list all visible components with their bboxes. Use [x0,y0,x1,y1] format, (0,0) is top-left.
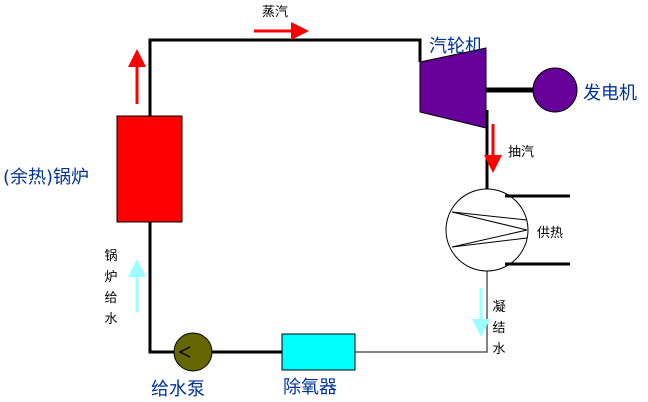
heat-exchanger-coil [451,211,528,248]
boiler-label: (余热)锅炉 [3,167,90,188]
feed-pump-arrow [178,346,191,358]
generator [532,67,578,113]
generator-label: 发电机 [583,83,637,104]
heat-supply-label: 供热 [537,226,564,241]
condensate-pipe [355,270,488,353]
boiler [116,115,183,223]
feed-pump [173,332,213,372]
turbine-label: 汽轮机 [429,36,483,57]
deaerator-label: 除氧器 [283,377,337,398]
steam-pipe-top [148,38,422,116]
turbine [419,47,487,129]
boiler-feedwater-label: 锅炉给水 [104,249,118,327]
extraction-steam-label: 抽汽 [508,145,535,160]
heat-exchanger [445,188,529,272]
feed-pump-label: 给水泵 [151,379,205,400]
pump-to-boiler-pipe [148,222,174,354]
steam-label: 蒸汽 [262,5,289,20]
deaerator [281,333,356,371]
condensate-label: 凝结水 [492,300,506,357]
